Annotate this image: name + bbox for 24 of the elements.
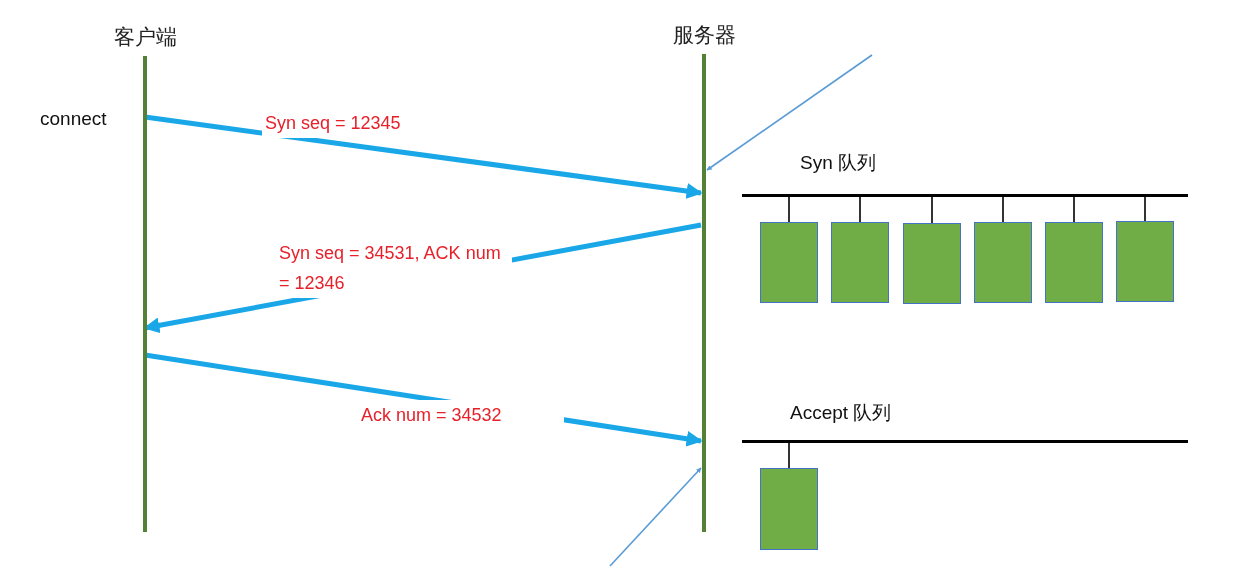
queue-slot (1116, 221, 1174, 302)
queue-slot (760, 222, 818, 303)
queue-line (742, 150, 1188, 197)
queue-line (742, 400, 1188, 443)
connector-line (1073, 196, 1075, 223)
connector-line (788, 196, 790, 223)
event-label: connect (40, 108, 107, 130)
queue-slot (974, 222, 1032, 303)
queue-slot (831, 222, 889, 303)
queue-slot (903, 223, 961, 304)
arrow (144, 114, 703, 199)
connector-line (788, 442, 790, 469)
queue-title: Syn 队列 (800, 151, 877, 175)
lifeline-title: 服务器 (672, 22, 736, 48)
connector-line (1144, 196, 1146, 222)
queue-title: Accept 队列 (790, 401, 892, 425)
connector-line (1002, 196, 1004, 223)
queue-slot (760, 468, 818, 550)
connector-line (859, 196, 861, 223)
connector-line (931, 196, 933, 224)
queue-slot (1045, 222, 1103, 303)
lifeline-title: 客户端 (113, 24, 177, 50)
arrow (609, 467, 702, 567)
arrow (706, 54, 873, 171)
